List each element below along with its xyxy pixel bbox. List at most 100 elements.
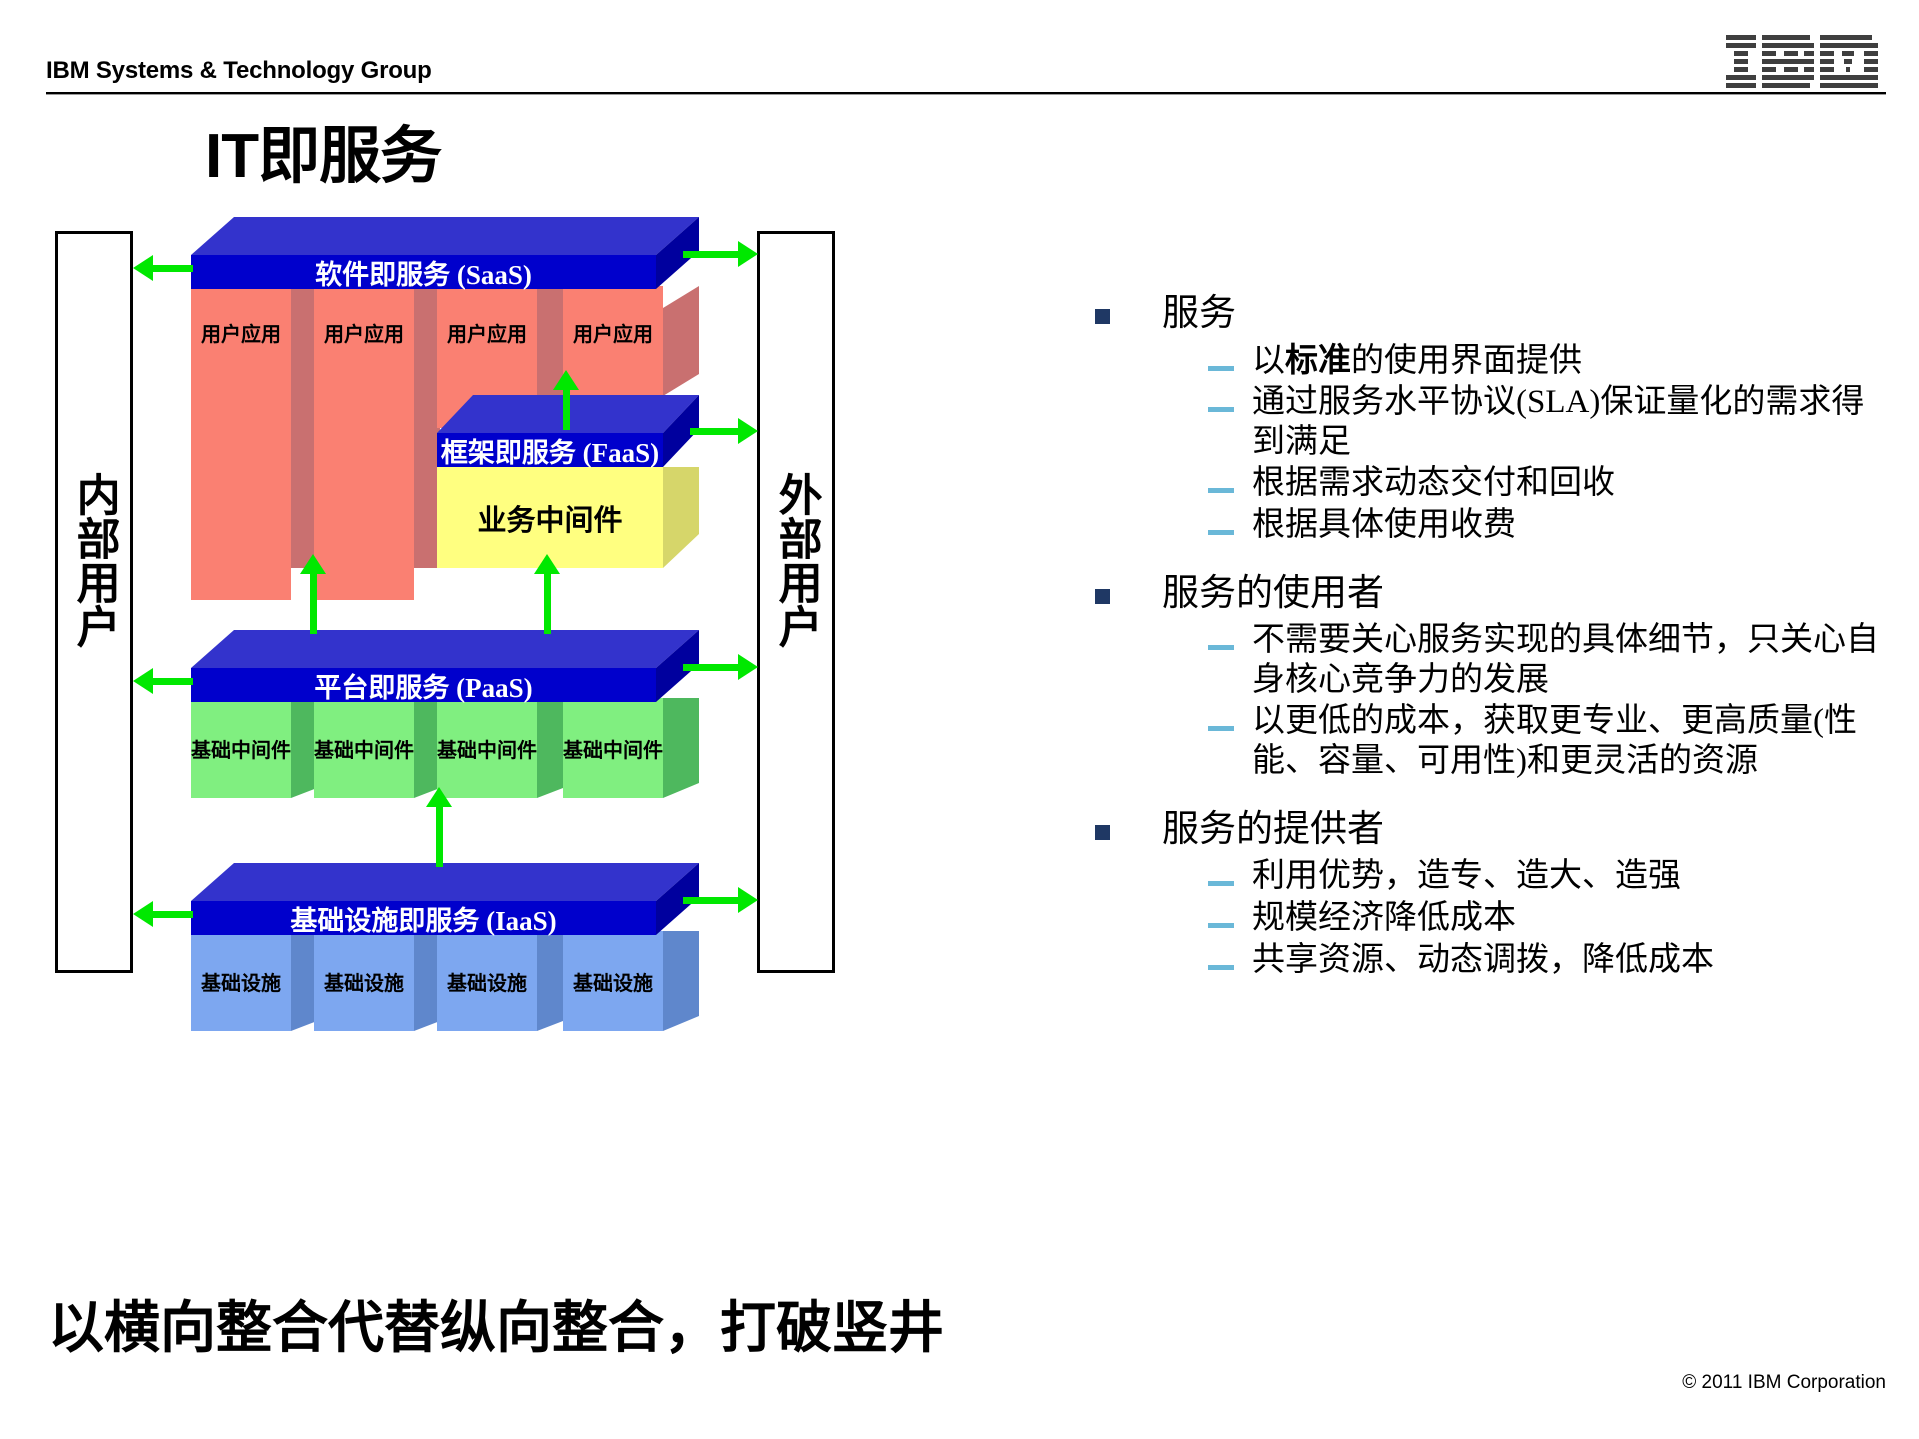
external-users-box: 外部用户	[757, 231, 835, 973]
paas-item-side	[663, 698, 699, 798]
arrow-iaas-to-paas	[436, 805, 443, 867]
paas-slab-front: 平台即服务 (PaaS)	[191, 668, 656, 703]
bullet-point-row: 共享资源、动态调拨，降低成本	[1208, 941, 1895, 981]
internal-users-box: 内部用户	[55, 231, 133, 973]
dash-bullet-icon	[1208, 726, 1234, 732]
bullet-point-row: 以标准的使用界面提供	[1208, 342, 1895, 382]
arrow-faas-to-saas	[563, 388, 570, 430]
bullet-heading-text: 服务的使用者	[1162, 572, 1384, 614]
paas-slab-top	[191, 630, 699, 668]
arrow-saas-to-external	[683, 251, 738, 258]
square-bullet-icon	[1095, 309, 1110, 324]
square-bullet-icon	[1095, 824, 1110, 840]
bullet-point-text: 共享资源、动态调拨，降低成本	[1252, 941, 1714, 978]
paas-item-3: 基础中间件	[437, 698, 537, 798]
iaas-slab-front: 基础设施即服务 (IaaS)	[191, 901, 656, 936]
arrow-head-icon	[133, 901, 153, 927]
arrow-iaas-to-internal	[153, 911, 193, 918]
bullet-point-row: 规模经济降低成本	[1208, 899, 1895, 939]
paas-item-side	[414, 698, 440, 798]
bullet-point-text: 规模经济降低成本	[1252, 899, 1516, 936]
bullet-point-row: 以更低的成本，获取更专业、更高质量(性能、容量、可用性)和更灵活的资源	[1208, 702, 1895, 781]
saas-slab-top	[191, 217, 699, 255]
arrow-head-icon	[553, 370, 579, 390]
saas-item-side	[663, 286, 699, 396]
arrow-paas-to-internal	[153, 678, 193, 685]
arrow-head-icon	[133, 255, 153, 281]
saas-slab-front: 软件即服务 (SaaS)	[191, 255, 656, 290]
bullet-point-row: 根据具体使用收费	[1208, 506, 1895, 546]
bullet-point-row: 利用优势，造专、造大、造强	[1208, 857, 1895, 897]
dash-bullet-icon	[1208, 964, 1234, 970]
bullet-group: 服务的使用者不需要关心服务实现的具体细节，只关心自身核心竞争力的发展以更低的成本…	[1095, 572, 1895, 782]
iaas-item-side	[414, 931, 440, 1031]
bullet-heading-row: 服务的使用者	[1095, 572, 1895, 616]
paas-item-1: 基础中间件	[191, 698, 291, 798]
bullet-heading-row: 服务的提供者	[1095, 808, 1895, 852]
bullet-point-text: 以标准的使用界面提供	[1252, 342, 1582, 379]
arrow-head-icon	[534, 554, 560, 574]
copyright-notice: © 2011 IBM Corporation	[1682, 1372, 1886, 1393]
bullet-group: 服务的提供者利用优势，造专、造大、造强规模经济降低成本共享资源、动态调拨，降低成…	[1095, 808, 1895, 980]
dash-bullet-icon	[1208, 645, 1234, 651]
arrow-paas-to-saas	[310, 572, 317, 634]
arrow-head-icon	[738, 654, 758, 680]
bullet-group: 服务以标准的使用界面提供通过服务水平协议(SLA)保证量化的需求得到满足根据需求…	[1095, 292, 1895, 546]
bullet-point-row: 根据需求动态交付和回收	[1208, 464, 1895, 504]
dash-bullet-icon	[1208, 488, 1234, 494]
bullet-point-row: 不需要关心服务实现的具体细节，只关心自身核心竞争力的发展	[1208, 621, 1895, 700]
bullet-point-text: 根据需求动态交付和回收	[1252, 465, 1615, 502]
arrow-iaas-to-external	[683, 897, 738, 904]
saas-item-1: 用户应用	[191, 286, 291, 600]
paas-item-side	[537, 698, 563, 798]
paas-item-4: 基础中间件	[563, 698, 663, 798]
bullet-point-text: 通过服务水平协议(SLA)保证量化的需求得到满足	[1252, 384, 1865, 460]
faas-item-1: 业务中间件	[437, 467, 663, 568]
bullet-point-text: 不需要关心服务实现的具体细节，只关心自身核心竞争力的发展	[1252, 622, 1879, 698]
dash-bullet-icon	[1208, 922, 1234, 928]
arrow-head-icon	[738, 887, 758, 913]
bullet-panel: 服务以标准的使用界面提供通过服务水平协议(SLA)保证量化的需求得到满足根据需求…	[1095, 292, 1895, 1006]
dash-bullet-icon	[1208, 365, 1234, 371]
faas-slab-front: 框架即服务 (FaaS)	[437, 433, 663, 468]
iaas-item-1: 基础设施	[191, 931, 291, 1031]
page-title: IT即服务	[205, 122, 442, 191]
dash-bullet-icon	[1208, 881, 1234, 887]
faas-item-side	[663, 467, 699, 568]
saas-item-2: 用户应用	[314, 286, 414, 600]
arrow-head-icon	[300, 554, 326, 574]
dash-bullet-icon	[1208, 407, 1234, 413]
bottom-caption: 以横向整合代替纵向整合，打破竖井	[48, 1298, 944, 1360]
arrow-paas-to-external	[683, 664, 738, 671]
bullet-point-text: 根据具体使用收费	[1252, 507, 1516, 544]
arrow-faas-to-external	[690, 428, 738, 435]
iaas-item-side	[291, 931, 317, 1031]
bullet-point-row: 通过服务水平协议(SLA)保证量化的需求得到满足	[1208, 383, 1895, 462]
bullet-heading-text: 服务的提供者	[1162, 808, 1384, 850]
saas-item-side	[291, 286, 317, 568]
arrow-paas-to-faas	[544, 572, 551, 634]
iaas-item-2: 基础设施	[314, 931, 414, 1031]
ibm-logo-icon	[1726, 35, 1878, 88]
header-divider	[46, 92, 1886, 95]
iaas-item-4: 基础设施	[563, 931, 663, 1031]
header-title: IBM Systems & Technology Group	[46, 57, 432, 84]
bullet-point-text: 以更低的成本，获取更专业、更高质量(性能、容量、可用性)和更灵活的资源	[1252, 703, 1857, 780]
external-users-label: 外部用户	[771, 472, 821, 648]
arrow-saas-to-internal	[153, 265, 193, 272]
arrow-head-icon	[426, 787, 452, 807]
internal-users-label: 内部用户	[69, 472, 119, 648]
iaas-item-side	[537, 931, 563, 1031]
arrow-head-icon	[738, 241, 758, 267]
square-bullet-icon	[1095, 588, 1110, 604]
iaas-item-3: 基础设施	[437, 931, 537, 1031]
arrow-head-icon	[133, 668, 153, 694]
bullet-heading-text: 服务	[1162, 293, 1236, 334]
paas-item-2: 基础中间件	[314, 698, 414, 798]
iaas-slab-top	[191, 863, 699, 901]
arrow-head-icon	[738, 418, 758, 444]
saas-item-side	[414, 286, 440, 568]
slide-header: IBM Systems & Technology Group	[0, 0, 1919, 110]
bullet-heading-row: 服务	[1095, 292, 1895, 336]
iaas-item-side	[663, 931, 699, 1031]
